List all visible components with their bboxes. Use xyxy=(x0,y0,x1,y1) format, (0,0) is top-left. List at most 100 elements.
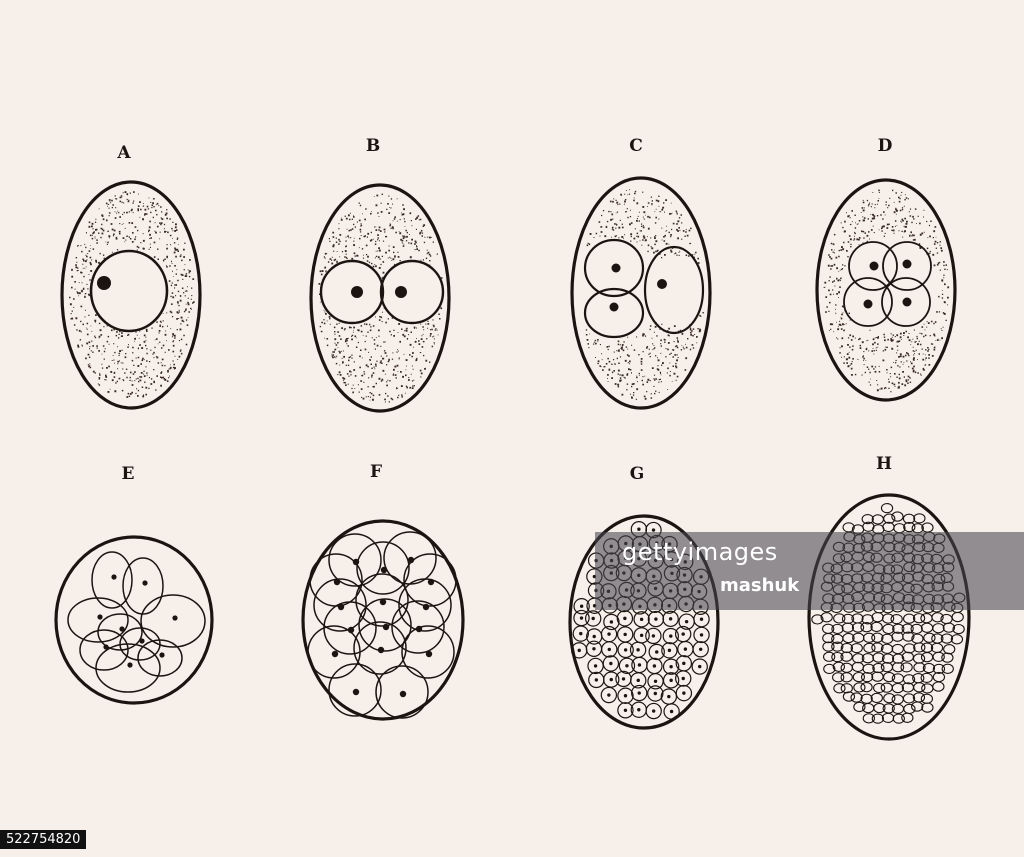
egg-h-cell-219 xyxy=(921,683,934,694)
egg-h-cell-180 xyxy=(892,653,905,664)
egg-g-cell-87 xyxy=(675,684,693,702)
egg-g-cell-51-nucleus xyxy=(607,632,611,636)
egg-h-membrane xyxy=(807,493,971,741)
egg-g-cell-80-nucleus xyxy=(669,678,673,683)
egg-f-cell-11 xyxy=(358,598,412,652)
egg-g-cell-64-nucleus xyxy=(667,648,672,653)
egg-g-cell-55-nucleus xyxy=(669,634,673,638)
egg-h-cell-213 xyxy=(860,682,873,693)
egg-c-cell-lower-nucleus xyxy=(609,302,619,312)
watermark-credit: mashuk xyxy=(720,575,800,596)
figure-label-a: A xyxy=(117,143,131,163)
egg-h-cell-221 xyxy=(842,691,856,702)
egg-g-cell-60 xyxy=(601,641,618,658)
egg-f-cell-10-nucleus xyxy=(399,690,407,698)
egg-h-cell-172 xyxy=(943,644,956,655)
egg-f-cell-9 xyxy=(328,663,382,717)
egg-h-cell-163 xyxy=(850,642,863,654)
egg-g-cell-41-nucleus xyxy=(591,616,595,621)
egg-h-cell-136 xyxy=(860,622,873,633)
egg-h-cell-135 xyxy=(851,622,865,633)
egg-h-cell-238 xyxy=(862,713,875,724)
egg-h-cell-142 xyxy=(920,622,934,633)
egg-g-cell-88-nucleus xyxy=(623,708,628,712)
egg-g-cell-78 xyxy=(630,672,647,689)
egg-h-cell-187 xyxy=(832,661,845,672)
egg-g-cell-86-nucleus xyxy=(667,694,671,699)
egg-d-cell-4 xyxy=(881,277,931,327)
egg-h-cell-224 xyxy=(870,692,883,704)
egg-g-cell-76 xyxy=(603,671,620,688)
egg-g-cell-57-nucleus xyxy=(699,633,704,637)
egg-f-cell-3 xyxy=(313,578,367,632)
egg-h-cell-236 xyxy=(911,701,924,712)
egg-h-cell-148 xyxy=(842,632,855,644)
egg-h-cell-117 xyxy=(811,614,824,625)
egg-f-cell-7 xyxy=(353,621,407,675)
egg-g-cell-90 xyxy=(645,702,662,720)
egg-g-cell-72-nucleus xyxy=(669,664,673,669)
egg-g-cell-40-nucleus xyxy=(579,616,584,620)
egg-h-cell-183 xyxy=(920,652,934,663)
egg-h-cell-156 xyxy=(923,632,936,643)
image-id-tag: 522754820 xyxy=(0,830,87,849)
egg-e-cell-6-nucleus xyxy=(139,638,145,644)
egg-g-cell-52-nucleus xyxy=(623,632,627,637)
egg-e-cell-4 xyxy=(140,594,206,648)
egg-f-cell-5 xyxy=(398,578,452,632)
egg-g-cell-43-nucleus xyxy=(623,616,627,621)
egg-g-cell-2-nucleus xyxy=(651,528,656,532)
egg-h-cell-208 xyxy=(920,672,933,684)
egg-h-cell-216 xyxy=(891,682,905,694)
egg-h-cell-227 xyxy=(902,693,916,704)
egg-f-cell-10 xyxy=(375,665,429,719)
egg-e-cell-2 xyxy=(122,557,164,615)
egg-e-cell-8-nucleus xyxy=(127,662,133,668)
egg-h-cell-118 xyxy=(820,612,833,623)
egg-g-cell-1-nucleus xyxy=(637,527,641,531)
egg-h-cell-137 xyxy=(870,621,883,633)
egg-h-cell-215 xyxy=(880,682,893,693)
egg-h-cell-144 xyxy=(942,622,956,633)
egg-h-cell-222 xyxy=(850,692,863,703)
egg-h-cell-220 xyxy=(932,681,945,692)
egg-g-cell-31 xyxy=(573,598,590,615)
egg-h-cell-169 xyxy=(913,642,926,653)
egg-c-cell-right-nucleus xyxy=(657,279,667,289)
egg-d-cell-4-nucleus xyxy=(902,297,912,307)
egg-h-cell-126 xyxy=(902,613,916,624)
egg-h-cell-193 xyxy=(891,662,905,673)
egg-h-cell-184 xyxy=(932,651,945,663)
egg-g-cell-90-nucleus xyxy=(651,709,656,713)
egg-g-cell-61-nucleus xyxy=(623,648,628,652)
egg-h-cell-123 xyxy=(871,611,884,623)
egg-h-cell-138 xyxy=(882,623,895,635)
egg-g-cell-87-nucleus xyxy=(682,691,686,695)
egg-f-cell-9-nucleus xyxy=(352,688,360,696)
egg-d-cell-2-nucleus xyxy=(902,259,912,269)
egg-h-cell-7 xyxy=(913,513,926,524)
egg-h-cell-179 xyxy=(881,653,895,664)
egg-h-cell-3 xyxy=(871,514,884,525)
egg-e-cell-9-nucleus xyxy=(159,652,165,658)
egg-g-cell-46 xyxy=(662,610,679,628)
egg-h-cell-125 xyxy=(890,613,903,625)
egg-a-yolk-stipple xyxy=(69,191,195,398)
egg-e-cell-3-nucleus xyxy=(97,614,103,620)
figure-label-e: E xyxy=(121,464,135,484)
egg-h-cell-140 xyxy=(901,623,914,634)
egg-h-cell-145 xyxy=(952,623,965,635)
egg-b-cell-right xyxy=(379,259,445,325)
egg-h-cell-175 xyxy=(840,651,853,662)
egg-g-cell-70-nucleus xyxy=(637,663,642,667)
egg-h-cell-188 xyxy=(840,662,853,673)
egg-g-cell-74 xyxy=(691,658,708,675)
egg-h-cell-196 xyxy=(922,662,936,674)
egg-e-cell-9 xyxy=(137,639,183,677)
egg-h-cell-165 xyxy=(871,642,884,653)
egg-h-cell-6 xyxy=(902,513,916,524)
egg-h-cell-158 xyxy=(940,633,954,644)
egg-g-cell-62-nucleus xyxy=(636,648,640,652)
egg-e-membrane xyxy=(54,535,214,705)
egg-e-cell-1 xyxy=(91,551,133,609)
